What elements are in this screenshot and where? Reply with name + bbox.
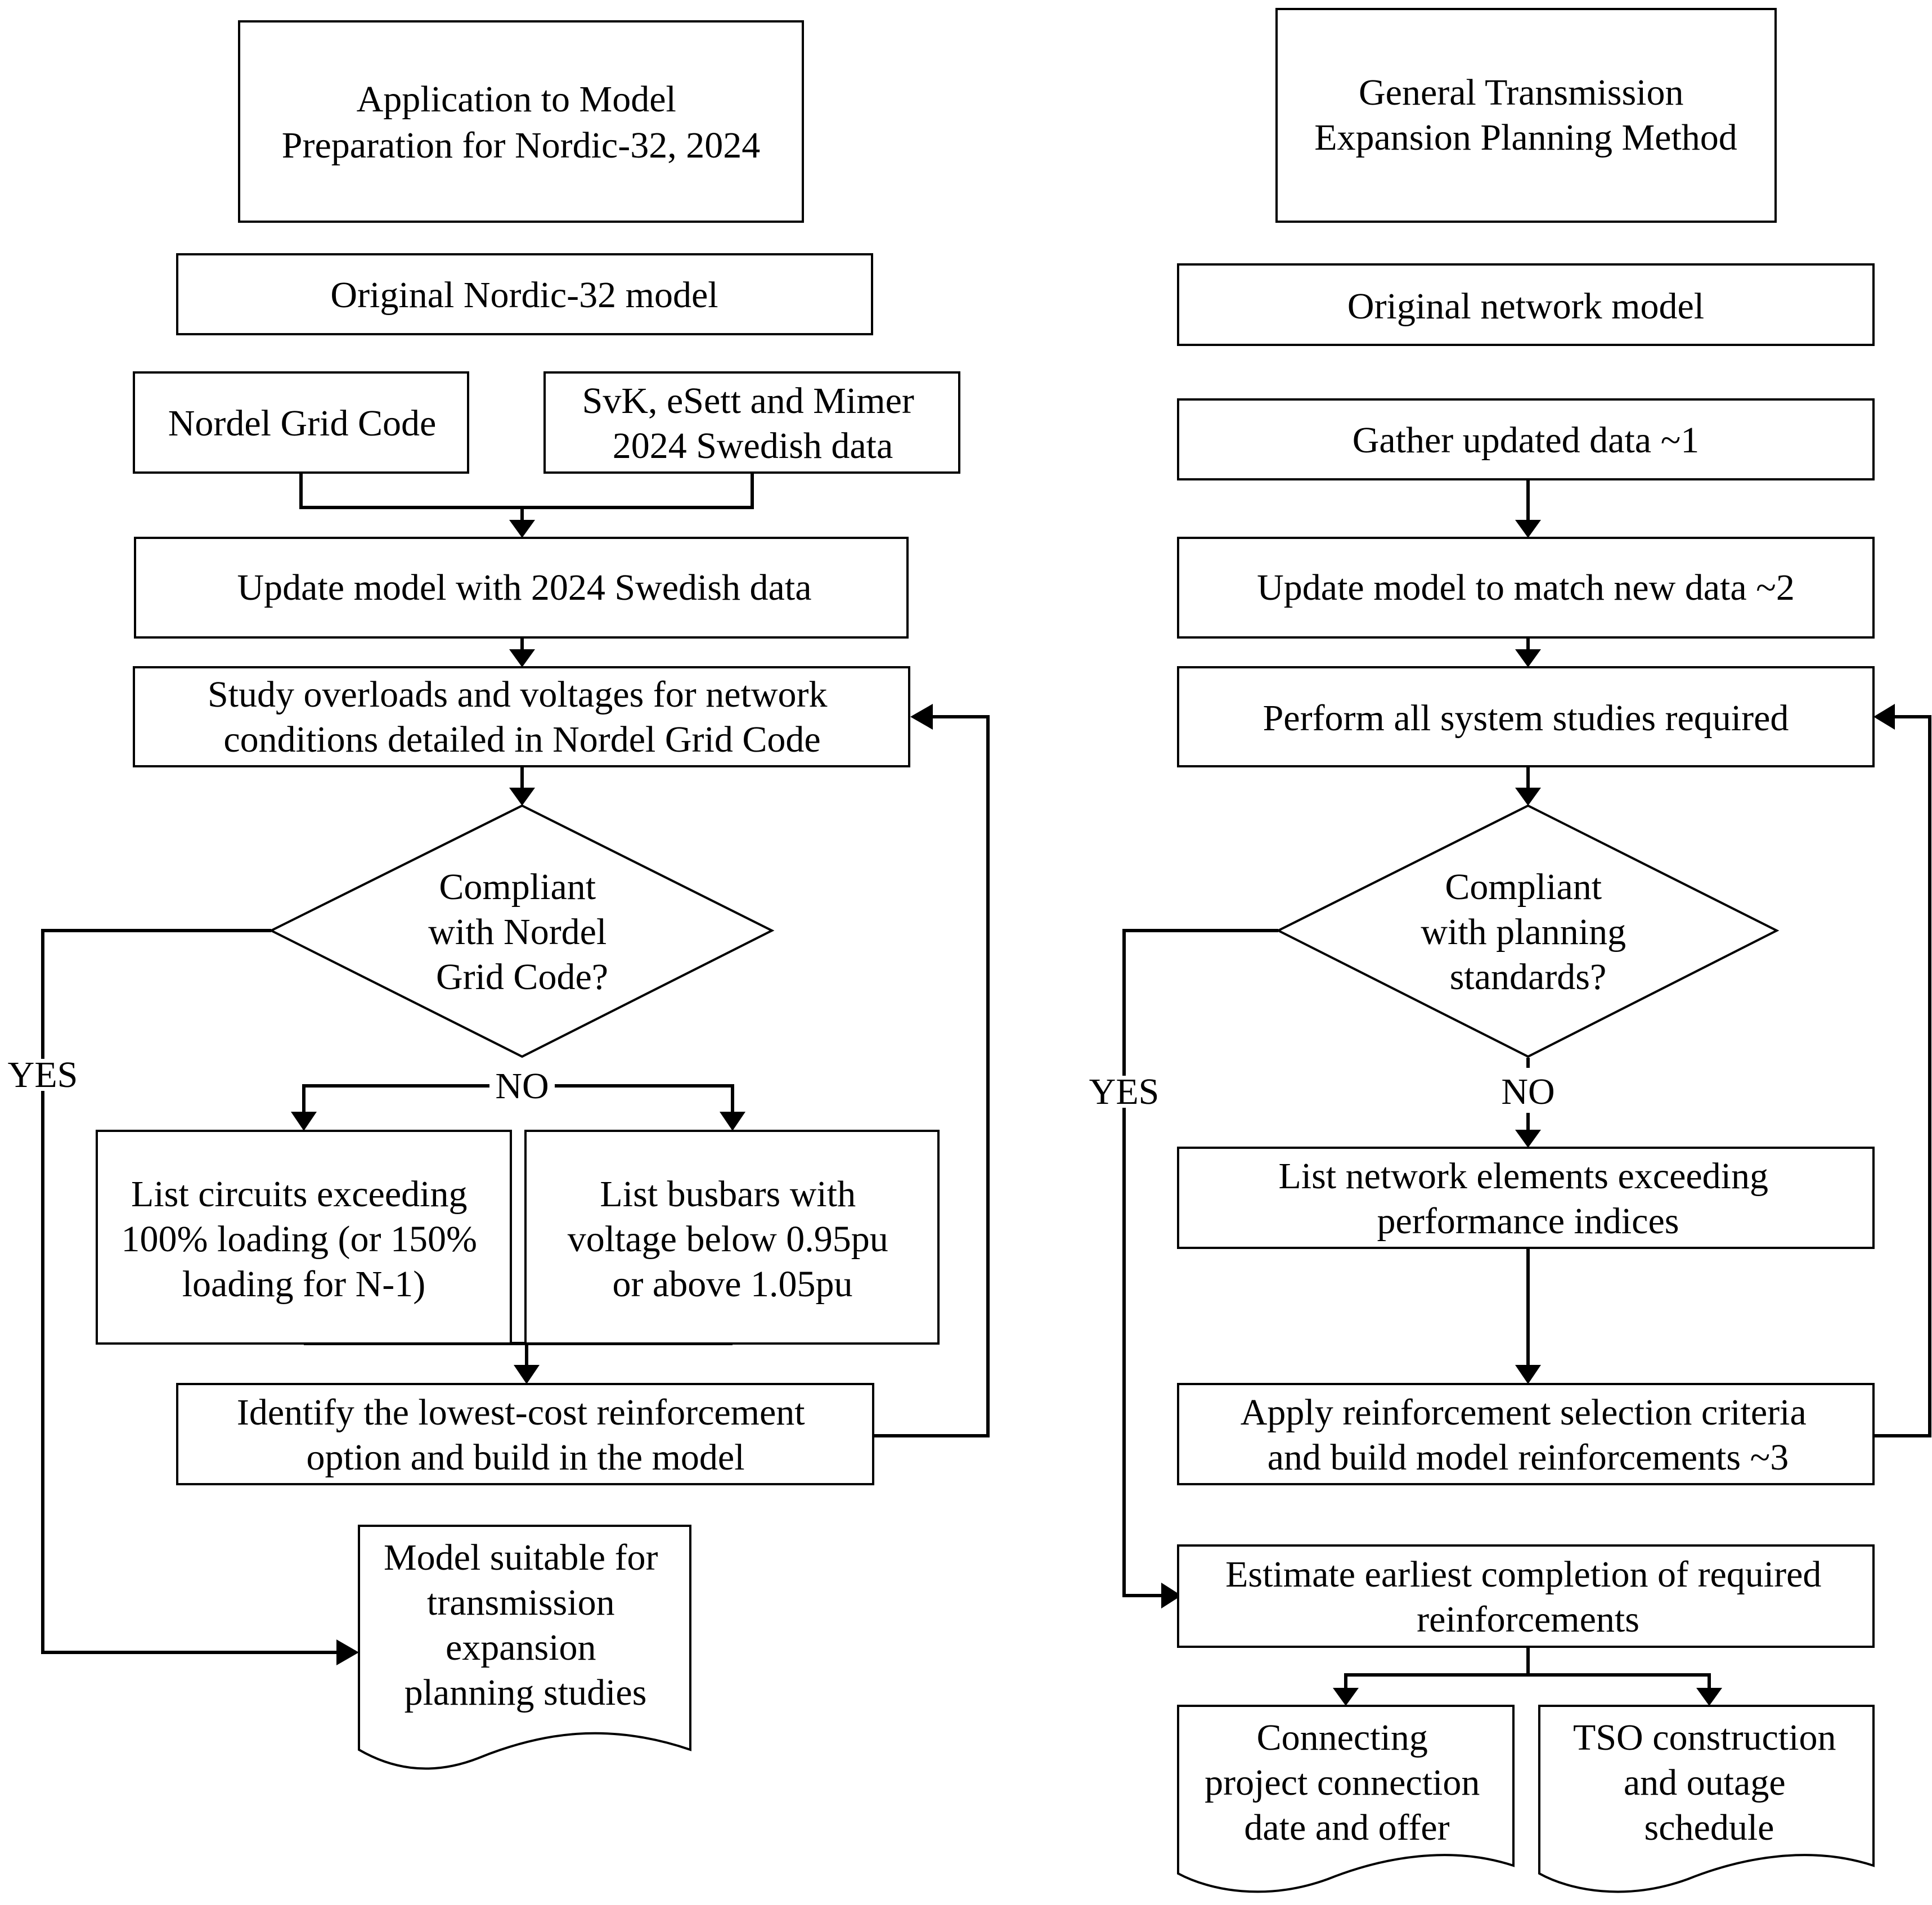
right-no-label: NO [1501,1071,1554,1112]
connecting-project-text: Connecting project connection date and o… [1205,1717,1489,1848]
apply-criteria-box: Apply reinforcement selection criteria a… [1177,1383,1875,1485]
list-circuits-text: List circuits exceeding 100% loading (or… [122,1174,487,1305]
arrowhead [1161,1583,1181,1609]
left-decision-text: Compliant with Nordel Grid Code? [428,866,616,998]
arrowhead [1515,520,1541,538]
list-circuits-box: List circuits exceeding 100% loading (or… [96,1130,512,1345]
tso-schedule-document: TSO construction and outage schedule [1538,1705,1875,1893]
arrowhead [291,1112,317,1131]
arrowhead [1515,1130,1541,1148]
nordel-grid-code-box: Nordel Grid Code [133,371,469,474]
model-suitable-document: Model suitable for transmission expansio… [358,1525,691,1770]
perform-studies-box: Perform all system studies required [1177,666,1875,767]
gather-data-text: Gather updated data ~1 [1353,420,1700,461]
update-model-box-left: Update model with 2024 Swedish data [134,537,909,639]
update-model-box-right: Update model to match new data ~2 [1177,537,1875,639]
arrowhead [336,1639,359,1665]
arrowhead [509,788,535,806]
right-decision-text: Compliant with planning standards? [1421,866,1635,998]
swedish-data-source-text: SvK, eSett and Mimer 2024 Swedish data [582,380,924,466]
left-decision-diamond: Compliant with Nordel Grid Code? [268,804,775,1058]
list-network-elements-text: List network elements exceeding performa… [1278,1156,1777,1242]
left-no-label: NO [495,1066,549,1107]
arrowhead [514,1365,540,1384]
identify-reinforcement-text: Identify the lowest-cost reinforcement o… [237,1392,814,1478]
right-yes-label: YES [1089,1071,1160,1112]
left-title-box: Application to Model Preparation for Nor… [238,20,804,223]
arrowhead [1515,788,1541,806]
arrowhead [1333,1688,1359,1706]
list-busbars-box: List busbars with voltage below 0.95pu o… [524,1130,940,1345]
identify-reinforcement-box: Identify the lowest-cost reinforcement o… [176,1383,874,1485]
arrowhead [720,1112,745,1131]
arrowhead [1515,649,1541,667]
connector-yes-right [1122,929,1278,1597]
right-flowchart: General Transmission Expansion Planning … [1085,8,1875,1893]
tso-schedule-text: TSO construction and outage schedule [1573,1717,1845,1848]
swedish-data-source-box: SvK, eSett and Mimer 2024 Swedish data [543,371,960,474]
right-title-box: General Transmission Expansion Planning … [1275,8,1777,223]
connector-no-split-left [302,1084,489,1118]
connector-grid-code-to-update [299,471,754,509]
connector-estimate-split [1344,1647,1530,1692]
estimate-completion-box: Estimate earliest completion of required… [1177,1544,1875,1648]
arrowhead [509,649,535,667]
estimate-completion-text: Estimate earliest completion of required… [1225,1554,1831,1640]
left-yes-label: YES [8,1054,78,1095]
update-model-text-left: Update model with 2024 Swedish data [237,567,811,608]
connector-loop-back-left [873,715,990,1437]
model-suitable-text: Model suitable for transmission expansio… [384,1537,667,1713]
nordel-grid-code-text: Nordel Grid Code [168,403,437,444]
arrowhead [1873,704,1895,730]
perform-studies-text: Perform all system studies required [1263,698,1789,739]
connectors [41,471,1931,1706]
arrowhead [910,704,933,730]
connector-yes-left [41,929,343,1654]
study-overloads-text: Study overloads and voltages for network… [208,674,837,760]
apply-criteria-text: Apply reinforcement selection criteria a… [1241,1392,1816,1478]
arrowhead [509,520,535,538]
connector-loop-back-right [1873,715,1931,1437]
connector-no-split-right [555,1084,734,1118]
arrowhead [1515,1365,1541,1384]
arrowhead [1696,1688,1722,1706]
list-busbars-text: List busbars with voltage below 0.95pu o… [568,1174,898,1305]
connector-estimate-to-tso [1528,1673,1711,1692]
study-overloads-box: Study overloads and voltages for network… [133,666,910,767]
update-model-text-right: Update model to match new data ~2 [1257,567,1795,608]
left-original-model-text: Original Nordic-32 model [330,275,718,316]
left-original-model-box: Original Nordic-32 model [176,253,873,335]
left-flowchart: Application to Model Preparation for Nor… [4,20,960,1770]
right-original-model-text: Original network model [1347,286,1704,327]
connecting-project-document: Connecting project connection date and o… [1177,1705,1515,1893]
gather-data-box: Gather updated data ~1 [1177,398,1875,480]
list-network-elements-box: List network elements exceeding performa… [1177,1147,1875,1249]
right-title-text: General Transmission Expansion Planning … [1314,72,1737,158]
right-original-model-box: Original network model [1177,263,1875,346]
right-decision-diamond: Compliant with planning standards? [1275,804,1780,1058]
left-title-text: Application to Model Preparation for Nor… [282,79,760,166]
